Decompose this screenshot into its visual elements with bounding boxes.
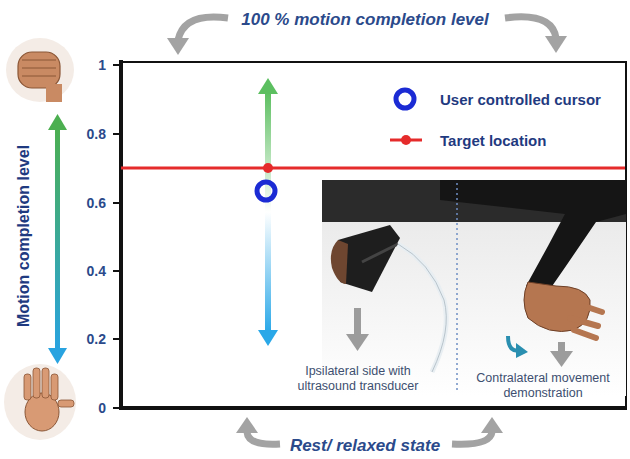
hand-shape bbox=[331, 240, 348, 284]
hand-shape bbox=[524, 282, 590, 332]
tick-label: 1 bbox=[98, 57, 106, 74]
arrow-head bbox=[258, 78, 278, 94]
transducer-cable bbox=[398, 244, 446, 372]
transducer-wrap bbox=[338, 225, 400, 292]
fist-photo bbox=[6, 38, 74, 102]
curved-arrow bbox=[247, 432, 280, 444]
tick-mark bbox=[113, 407, 121, 409]
arrow-head bbox=[516, 343, 528, 358]
legend-sample bbox=[396, 90, 414, 108]
tick-mark bbox=[113, 338, 121, 340]
cursor-ring bbox=[257, 182, 275, 200]
target-line bbox=[121, 167, 625, 170]
tick-label: 0.8 bbox=[87, 126, 106, 143]
finger-shape bbox=[42, 368, 49, 398]
tick-mark bbox=[113, 64, 121, 66]
divider-line bbox=[456, 183, 458, 392]
axis-arrow bbox=[55, 128, 60, 350]
arm-photo bbox=[322, 180, 626, 396]
arrow-head bbox=[550, 351, 573, 367]
pointer-arrow bbox=[354, 308, 361, 336]
tick-label: 0 bbox=[98, 400, 106, 417]
legend-sample bbox=[401, 135, 411, 145]
heading-note: 100 % motion completion level bbox=[241, 10, 489, 30]
arrow-head bbox=[481, 417, 503, 433]
tick-mark bbox=[113, 270, 121, 272]
sleeve-shape bbox=[440, 180, 626, 292]
arrow-head bbox=[258, 330, 278, 346]
plot-frame bbox=[121, 62, 626, 408]
finger-shape bbox=[51, 374, 58, 400]
y-axis bbox=[119, 60, 123, 410]
arrow-head bbox=[48, 348, 67, 364]
photo-ground bbox=[6, 38, 74, 102]
fist-shape bbox=[18, 52, 60, 88]
tick-mark bbox=[113, 202, 121, 204]
thumb-shape bbox=[58, 400, 74, 407]
arrow-head bbox=[346, 334, 369, 351]
cursor-range-arrow bbox=[265, 92, 271, 332]
finger-shape bbox=[24, 374, 31, 400]
open-hand-photo bbox=[4, 364, 76, 440]
baseline-note: Rest/ relaxed state bbox=[290, 436, 440, 456]
arrow-head bbox=[167, 38, 189, 55]
curved-arrow bbox=[452, 432, 492, 444]
finger-shape bbox=[33, 368, 40, 398]
tick-marks bbox=[113, 65, 121, 408]
x-axis bbox=[119, 406, 627, 410]
target-dot bbox=[263, 163, 273, 173]
photo-caption: Ipsilateral side with ultrasound transdu… bbox=[288, 364, 428, 394]
transducer-probe bbox=[362, 244, 398, 262]
curved-arrow bbox=[505, 17, 556, 38]
tick-label: 0.2 bbox=[87, 331, 106, 348]
tick-label: 0.4 bbox=[87, 263, 106, 280]
transducer-cable bbox=[398, 244, 446, 372]
photo-caption: Contralateral movement demonstration bbox=[463, 371, 623, 401]
wrist-shape bbox=[46, 84, 62, 102]
tick-mark bbox=[113, 133, 121, 135]
arrow-head bbox=[545, 36, 567, 53]
arrow-head bbox=[236, 417, 258, 433]
curved-arrow bbox=[178, 17, 228, 40]
arrow-head bbox=[48, 114, 67, 130]
photo-ground bbox=[322, 180, 626, 396]
photo-ground bbox=[4, 364, 76, 440]
tick-label: 0.6 bbox=[87, 195, 106, 212]
legend-text: Target location bbox=[440, 132, 546, 149]
finger-line bbox=[22, 60, 56, 76]
axis-title: Motion completion level bbox=[14, 145, 33, 327]
finger-shape bbox=[570, 306, 602, 338]
legend-text: User controlled cursor bbox=[440, 91, 601, 108]
